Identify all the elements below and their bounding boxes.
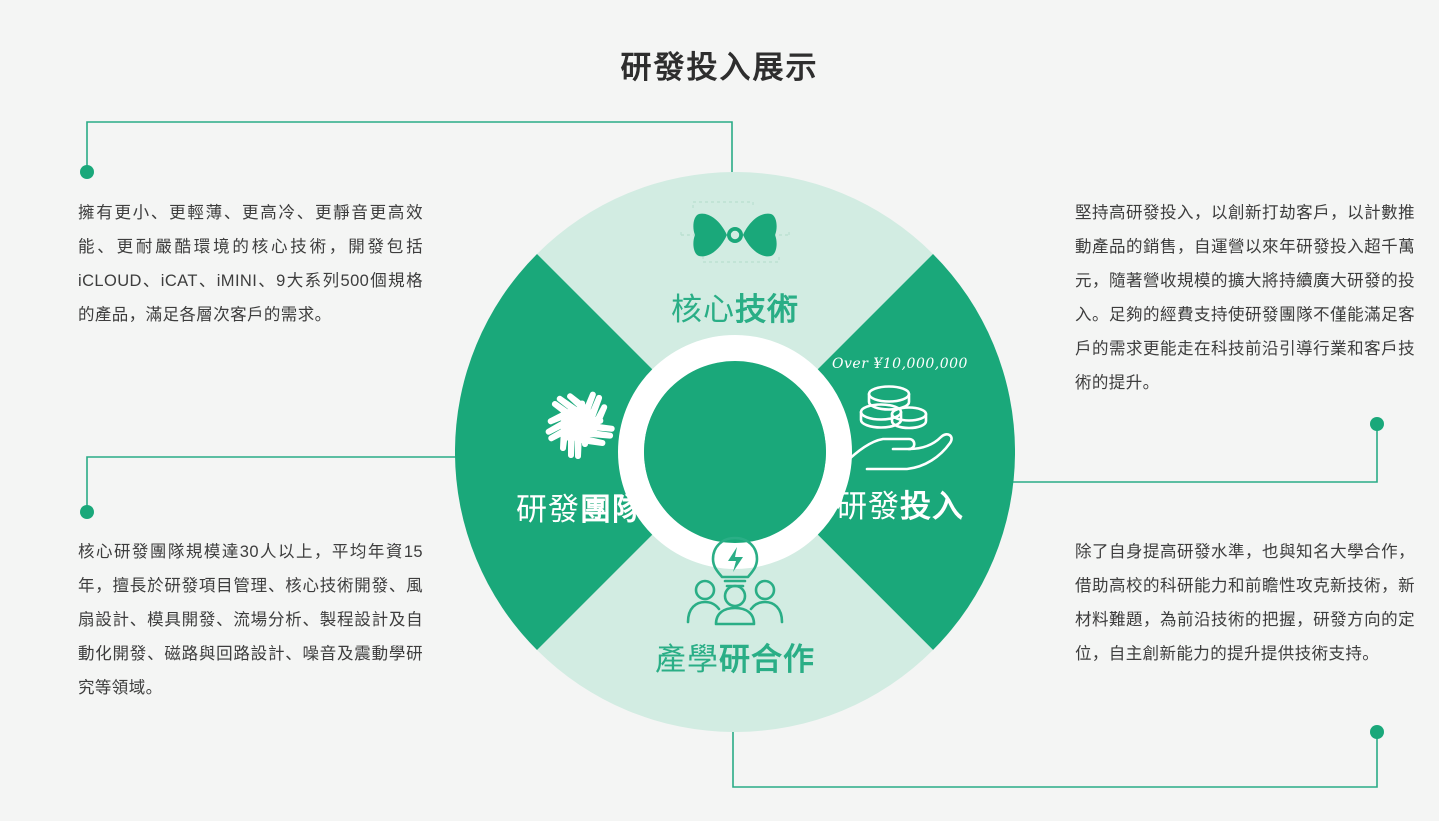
description-top-left: 擁有更小、更輕薄、更高冷、更靜音更高效能、更耐嚴酷環境的核心技術，開發包括iCL… <box>78 204 423 324</box>
quadrant-label-light: 產學 <box>655 642 719 677</box>
quadrant-shape-rd-investment[interactable] <box>735 254 1015 650</box>
quadrant-label-light: 研發 <box>836 489 900 524</box>
bowtie-icon <box>585 194 885 280</box>
lightbulb-people-icon <box>585 534 885 630</box>
description-top-right: 堅持高研發投入，以創新打劫客戶，以計數推動產品的銷售，自運營以來年研發投入超千萬… <box>1075 204 1415 392</box>
page-title: 研發投入展示 <box>620 50 819 85</box>
quadrant-label-bold: 研合作 <box>719 642 815 677</box>
quadrant-label-core-technology: 核心技術 <box>585 294 885 325</box>
quadrant-shape-core-technology[interactable] <box>537 172 933 452</box>
description-bottom-left: 核心研發團隊規模達30人以上，平均年資15年，擅長於研發項目管理、核心技術開發、… <box>78 543 423 697</box>
quadrant-label-rd-investment: 研發投入 <box>785 491 1015 522</box>
quadrant-label-bold: 技術 <box>735 292 799 327</box>
quadrant-label-industry-academia: 產學研合作 <box>585 644 885 675</box>
quadrant-rd-investment[interactable]: Over ¥10,000,000 <box>785 357 1015 522</box>
connector-top-right <box>960 417 1384 483</box>
hub-core <box>644 361 826 543</box>
connector-bottom-left <box>80 456 520 519</box>
quadrant-shape-rd-team[interactable] <box>455 254 735 650</box>
quadrant-shape-industry-academia[interactable] <box>537 452 933 732</box>
quadrant-core-technology[interactable]: 核心技術 <box>585 194 885 325</box>
quadrant-rd-team[interactable]: 研發團隊 <box>465 372 695 525</box>
hand-with-coins-icon <box>785 377 1015 477</box>
quadrant-label-bold: 團隊 <box>580 492 644 527</box>
description-bottom-right: 除了自身提高研發水準，也與知名大學合作，借助高校的科研能力和前瞻性攻克新技術，新… <box>1075 543 1415 663</box>
quadrant-industry-academia[interactable]: 產學研合作 <box>585 534 885 675</box>
quadrant-label-light: 研發 <box>516 492 580 527</box>
quadrant-label-rd-team: 研發團隊 <box>465 494 695 525</box>
quadrant-label-bold: 投入 <box>900 489 964 524</box>
quadrant-wheel: 核心技術 Over ¥10,000,000 <box>455 172 1015 732</box>
investment-amount-note: Over ¥10,000,000 <box>832 356 968 372</box>
five-hands-icon <box>465 372 695 480</box>
quadrant-label-light: 核心 <box>671 292 735 327</box>
